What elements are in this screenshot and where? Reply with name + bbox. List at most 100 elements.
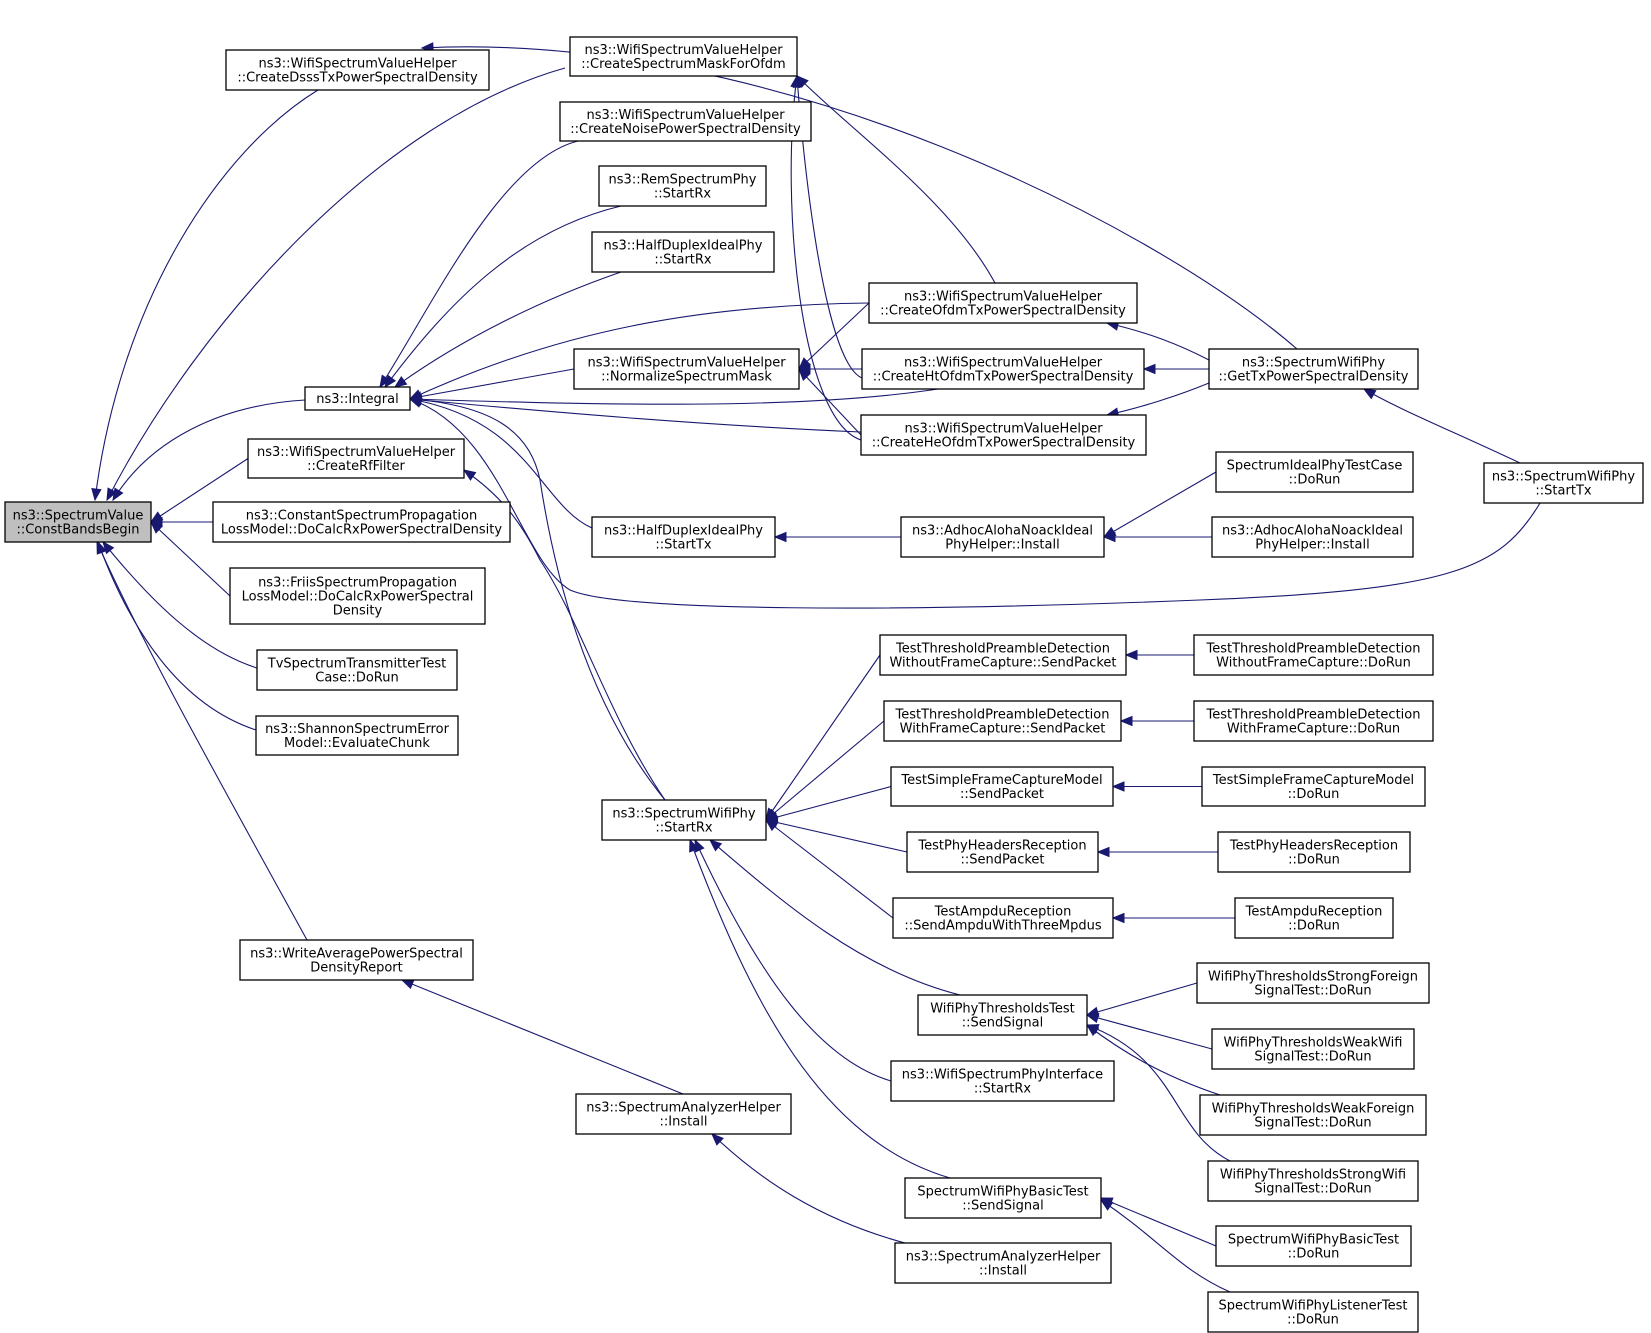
node-label-line: ns3::WriteAveragePowerSpectral (250, 947, 463, 962)
node-htofdm[interactable]: ns3::WifiSpectrumValueHelper::CreateHtOf… (861, 348, 1145, 390)
node-ttpd1sp[interactable]: TestThresholdPreambleDetectionWithoutFra… (879, 634, 1127, 676)
edge-ttpd1sp-to-swprx (765, 654, 881, 822)
node-adhoc2[interactable]: ns3::AdhocAlohaNoackIdealPhyHelper::Inst… (1211, 516, 1414, 558)
node-sahi1[interactable]: ns3::SpectrumAnalyzerHelper::Install (575, 1093, 792, 1135)
edge-line (463, 469, 666, 801)
edge-line (409, 302, 870, 400)
node-box (900, 516, 1105, 558)
node-label-line: ::StartRx (974, 1082, 1032, 1097)
edge-arrowhead (400, 979, 415, 990)
edge-wapsd-to-root (96, 540, 308, 941)
node-norm[interactable]: ns3::WifiSpectrumValueHelper::NormalizeS… (573, 348, 800, 390)
node-dsss[interactable]: ns3::WifiSpectrumValueHelper::CreateDsss… (225, 49, 490, 91)
edge-arrowhead (393, 376, 408, 388)
edge-arrowhead (1085, 1012, 1100, 1024)
edge-line (1086, 1014, 1213, 1050)
node-hdtx[interactable]: ns3::HalfDuplexIdealPhy::StartTx (591, 516, 776, 558)
edge-arrowhead (96, 540, 107, 555)
node-label-line: TestSimpleFrameCaptureModel (900, 773, 1102, 788)
edge-noise-to-integral (379, 140, 579, 389)
node-tphsp[interactable]: TestPhyHeadersReception::SendPacket (906, 831, 1099, 873)
node-heofdm[interactable]: ns3::WifiSpectrumValueHelper::CreateHeOf… (860, 414, 1147, 456)
node-swpldr[interactable]: SpectrumWifiPhyListenerTest::DoRun (1207, 1291, 1419, 1333)
node-wptsw[interactable]: WifiPhyThresholdsStrongWifiSignalTest::D… (1207, 1160, 1419, 1202)
edge-arrowhead (408, 394, 422, 406)
node-mask[interactable]: ns3::WifiSpectrumValueHelper::CreateSpec… (569, 36, 798, 77)
node-hdrx[interactable]: ns3::HalfDuplexIdealPhy::StartRx (591, 231, 775, 273)
node-adhoc1[interactable]: ns3::AdhocAlohaNoackIdealPhyHelper::Inst… (900, 516, 1105, 558)
node-root[interactable]: ns3::SpectrumValue::ConstBandsBegin (4, 501, 152, 543)
node-ttpd2sp[interactable]: TestThresholdPreambleDetectionWithFrameC… (883, 700, 1122, 742)
node-box (879, 634, 1127, 676)
node-box (239, 939, 474, 981)
node-getpsd[interactable]: ns3::SpectrumWifiPhy::GetTxPowerSpectral… (1208, 348, 1419, 390)
node-box (601, 799, 767, 841)
edge-line (409, 398, 666, 801)
edge-arrowhead (384, 374, 397, 389)
node-sidealtc[interactable]: SpectrumIdealPhyTestCase::DoRun (1215, 451, 1414, 493)
node-rffilter[interactable]: ns3::WifiSpectrumValueHelper::CreateRfFi… (247, 438, 465, 479)
edge-arrowhead (694, 838, 705, 853)
node-label-line: ::CreateHtOfdmTxPowerSpectralDensity (873, 370, 1134, 385)
node-box (904, 1177, 1102, 1219)
node-noise[interactable]: ns3::WifiSpectrumValueHelper::CreateNois… (559, 101, 812, 142)
edge-line (1106, 322, 1210, 361)
node-label-line: ns3::SpectrumWifiPhy (1492, 470, 1635, 485)
node-integral[interactable]: ns3::Integral (304, 386, 411, 411)
node-swpbss[interactable]: SpectrumWifiPhyBasicTest::SendSignal (904, 1177, 1102, 1219)
edge-wptsw-to-wptss (1085, 1024, 1231, 1162)
node-sahi2[interactable]: ns3::SpectrumAnalyzerHelper::Install (894, 1242, 1112, 1284)
node-box (917, 994, 1088, 1036)
node-swprx[interactable]: ns3::SpectrumWifiPhy::StartRx (601, 799, 767, 841)
node-wptwf[interactable]: WifiPhyThresholdsWeakForeignSignalTest::… (1199, 1094, 1427, 1136)
node-label-line: WifiPhyThresholdsStrongForeign (1208, 970, 1418, 985)
node-wptww[interactable]: WifiPhyThresholdsWeakWifiSignalTest::DoR… (1211, 1028, 1415, 1070)
node-label-line: ::SendPacket (960, 787, 1044, 802)
node-constprop[interactable]: ns3::ConstantSpectrumPropagationLossMode… (212, 501, 511, 543)
node-label-line: SignalTest::DoRun (1254, 1050, 1371, 1065)
node-label-line: ns3::WifiSpectrumValueHelper (584, 43, 783, 58)
edge-line (709, 839, 961, 996)
node-label-line: SignalTest::DoRun (1254, 984, 1371, 999)
node-label-line: WifiPhyThresholdsWeakWifi (1224, 1036, 1403, 1051)
edge-wptww-to-wptss (1085, 1012, 1213, 1050)
node-label-line: Density (333, 604, 383, 619)
edge-ttpd2dr-to-ttpd2sp (1119, 715, 1194, 727)
node-friis[interactable]: ns3::FriisSpectrumPropagationLossModel::… (229, 567, 486, 625)
node-label-line: ns3::SpectrumWifiPhy (612, 807, 755, 822)
node-label-line: ::SendSignal (962, 1199, 1043, 1214)
node-swptx[interactable]: ns3::SpectrumWifiPhy::StartTx (1483, 462, 1644, 504)
node-tardr[interactable]: TestAmpduReception::DoRun (1234, 897, 1394, 939)
node-wptsf[interactable]: WifiPhyThresholdsStrongForeignSignalTest… (1196, 962, 1430, 1004)
node-box (229, 567, 486, 625)
node-tsfcsp[interactable]: TestSimpleFrameCaptureModel::SendPacket (890, 766, 1114, 807)
node-ttpd1dr[interactable]: TestThresholdPreambleDetectionWithoutFra… (1193, 634, 1434, 676)
edge-tardr-to-tarsp (1111, 912, 1235, 924)
node-box (868, 282, 1138, 324)
edge-line (394, 271, 622, 388)
edge-line (798, 302, 870, 370)
node-wapsd[interactable]: ns3::WriteAveragePowerSpectralDensityRep… (239, 939, 474, 981)
node-tarsp[interactable]: TestAmpduReception::SendAmpduWithThreeMp… (892, 897, 1114, 939)
node-swpbdr[interactable]: SpectrumWifiPhyBasicTest::DoRun (1215, 1225, 1412, 1267)
node-wptss[interactable]: WifiPhyThresholdsTest::SendSignal (917, 994, 1088, 1036)
edge-arrowhead (1085, 1024, 1100, 1034)
node-tphdr[interactable]: TestPhyHeadersReception::DoRun (1217, 831, 1411, 873)
node-remrx[interactable]: ns3::RemSpectrumPhy::StartRx (598, 165, 767, 207)
node-label-line: ::ConstBandsBegin (16, 523, 139, 538)
node-ofdm[interactable]: ns3::WifiSpectrumValueHelper::CreateOfdm… (868, 282, 1138, 324)
node-box (1215, 1225, 1412, 1267)
node-box (573, 348, 800, 390)
node-label-line: ns3::RemSpectrumPhy (609, 173, 757, 188)
edge-arrowhead (1099, 1199, 1114, 1211)
node-wspirx[interactable]: ns3::WifiSpectrumPhyInterface::StartRx (890, 1060, 1115, 1102)
node-tsfcdr[interactable]: TestSimpleFrameCaptureModel::DoRun (1201, 766, 1426, 807)
node-label-line: ns3::SpectrumWifiPhy (1242, 356, 1385, 371)
edge-arrowhead (708, 839, 723, 852)
node-box (256, 649, 458, 691)
edge-wspirx-to-swprx (694, 838, 892, 1082)
node-shannon[interactable]: ns3::ShannonSpectrumErrorModel::Evaluate… (255, 715, 459, 756)
node-box (591, 231, 775, 273)
node-ttpd2dr[interactable]: TestThresholdPreambleDetectionWithFrameC… (1193, 700, 1434, 742)
